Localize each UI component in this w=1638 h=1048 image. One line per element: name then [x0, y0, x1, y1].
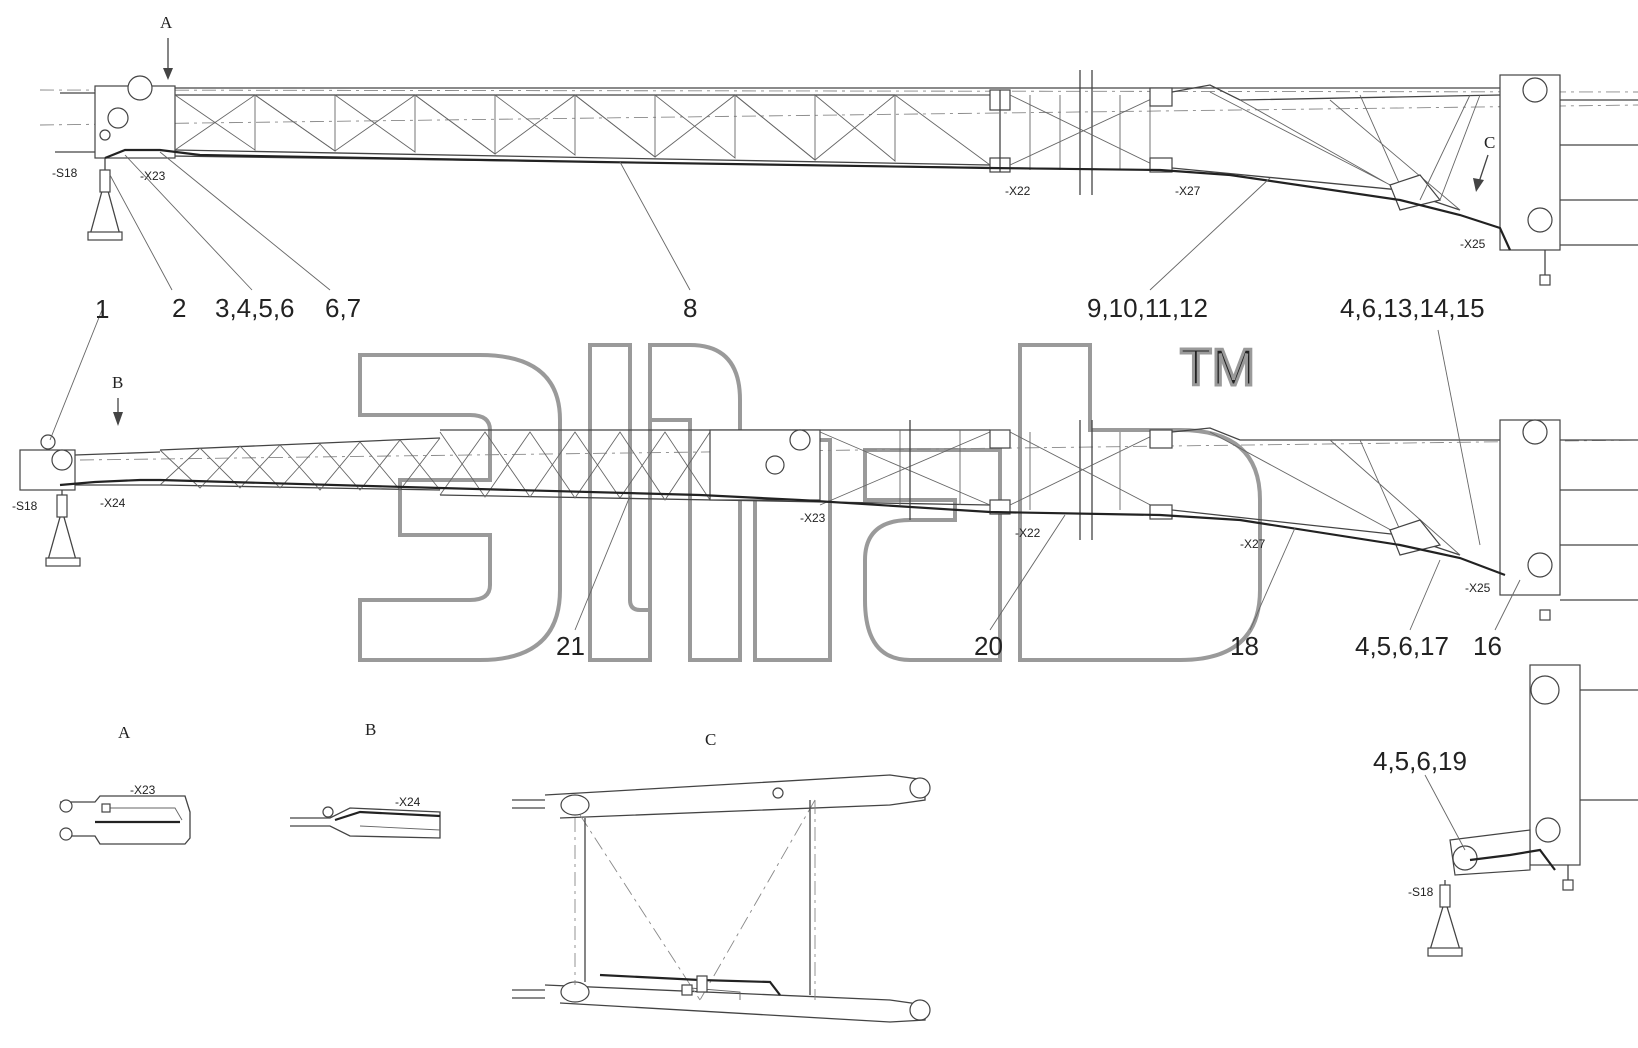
- view-b-title: B: [365, 720, 376, 739]
- tip-detail: 4,5,6,19 -S18: [1373, 664, 1638, 957]
- view-a-marker: A: [160, 13, 173, 32]
- callout-6-7: 6,7: [325, 293, 361, 323]
- tag-x27-mid: -X27: [1240, 537, 1266, 551]
- tag-s18-top: -S18: [52, 166, 78, 180]
- callout-21: 21: [556, 631, 585, 661]
- tag-x23-mid: -X23: [800, 511, 826, 525]
- view-a-detail: A -X23: [59, 723, 191, 845]
- view-c-detail: C: [512, 730, 931, 1023]
- callout-4-6-13-14-15: 4,6,13,14,15: [1340, 293, 1485, 323]
- tag-x24-mid: -X24: [100, 496, 126, 510]
- view-c-title: C: [705, 730, 716, 749]
- view-b-marker: B: [112, 373, 123, 392]
- tag-x23-view-a: -X23: [130, 783, 156, 797]
- callout-4-5-6-19: 4,5,6,19: [1373, 746, 1467, 776]
- callout-18: 18: [1230, 631, 1259, 661]
- tag-x22-mid: -X22: [1015, 526, 1041, 540]
- callout-8: 8: [683, 293, 697, 323]
- view-c-marker: C: [1484, 133, 1495, 152]
- callout-20: 20: [974, 631, 1003, 661]
- callout-3-4-5-6: 3,4,5,6: [215, 293, 295, 323]
- view-b-detail: B -X24: [290, 720, 441, 839]
- tag-s18-mid: -S18: [12, 499, 38, 513]
- callout-4-5-6-17: 4,5,6,17: [1355, 631, 1449, 661]
- top-boom-assembly: A C -S18 -X23 -X22 -X27 -X25 2 3,4,5,6 6…: [39, 13, 1638, 323]
- tag-x25-top: -X25: [1460, 237, 1486, 251]
- watermark-trademark: TM: [1180, 339, 1255, 397]
- callout-1: 1: [95, 294, 109, 324]
- callout-2: 2: [172, 293, 186, 323]
- tag-x23-top: -X23: [140, 169, 166, 183]
- callout-16: 16: [1473, 631, 1502, 661]
- callout-9-10-11-12: 9,10,11,12: [1087, 293, 1208, 323]
- tag-x24-view-b: -X24: [395, 795, 421, 809]
- tag-s18-detail: -S18: [1408, 885, 1434, 899]
- tag-x27-top: -X27: [1175, 184, 1201, 198]
- tag-x22-top: -X22: [1005, 184, 1031, 198]
- middle-boom-assembly: B -S18 -X24 -X23 -X22 -X27 -X25 1 21 20 …: [12, 294, 1638, 661]
- tag-x25-mid: -X25: [1465, 581, 1491, 595]
- view-a-title: A: [118, 723, 131, 742]
